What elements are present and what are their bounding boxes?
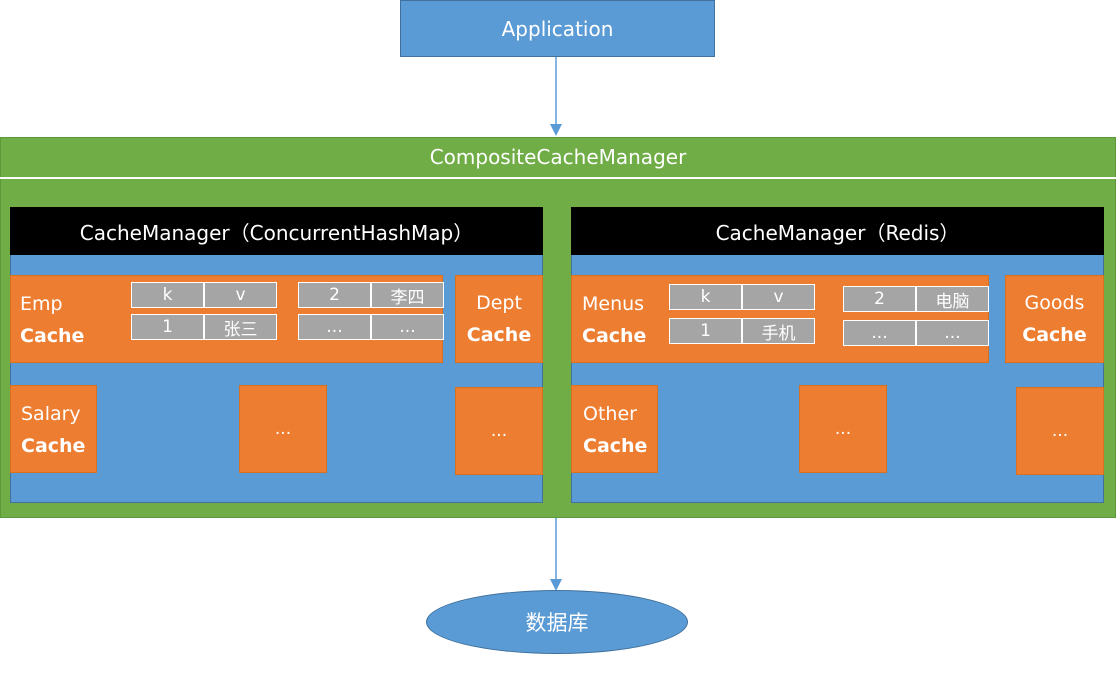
manager-title: CacheManager（ConcurrentHashMap） bbox=[10, 207, 543, 255]
ellipsis-cache: ... bbox=[455, 387, 543, 475]
database-node: 数据库 bbox=[426, 590, 688, 654]
table-cell: 手机 bbox=[742, 318, 815, 344]
cache-label: Menus Cache bbox=[582, 293, 647, 347]
table-cell: ... bbox=[371, 314, 444, 340]
table-cell: 2 bbox=[298, 282, 371, 308]
table-cell: v bbox=[204, 282, 277, 308]
table-cell: v bbox=[742, 284, 815, 310]
cache-label: Emp Cache bbox=[20, 293, 85, 347]
table-cell: 2 bbox=[843, 286, 916, 312]
database-label: 数据库 bbox=[525, 611, 589, 635]
manager-title: CacheManager（Redis） bbox=[571, 207, 1104, 255]
salary-cache: Salary Cache bbox=[10, 385, 97, 473]
table-cell: k bbox=[131, 282, 204, 308]
composite-title: CompositeCacheManager bbox=[429, 145, 687, 169]
dept-cache: Dept Cache bbox=[455, 275, 543, 363]
table-cell: ... bbox=[298, 314, 371, 340]
application-label: Application bbox=[501, 16, 614, 41]
application-node: Application bbox=[400, 0, 715, 57]
table-cell: ... bbox=[916, 320, 989, 346]
table-cell: 李四 bbox=[371, 282, 444, 308]
ellipsis-cache: ... bbox=[1016, 387, 1104, 475]
ellipsis-cache: ... bbox=[799, 385, 887, 473]
table-cell: 电脑 bbox=[916, 286, 989, 312]
ellipsis-cache: ... bbox=[239, 385, 327, 473]
table-cell: 张三 bbox=[204, 314, 277, 340]
table-cell: k bbox=[669, 284, 742, 310]
table-cell: 1 bbox=[669, 318, 742, 344]
table-cell: 1 bbox=[131, 314, 204, 340]
goods-cache: Goods Cache bbox=[1005, 275, 1104, 363]
composite-divider bbox=[0, 177, 1116, 179]
table-cell: ... bbox=[843, 320, 916, 346]
other-cache: Other Cache bbox=[571, 385, 658, 473]
